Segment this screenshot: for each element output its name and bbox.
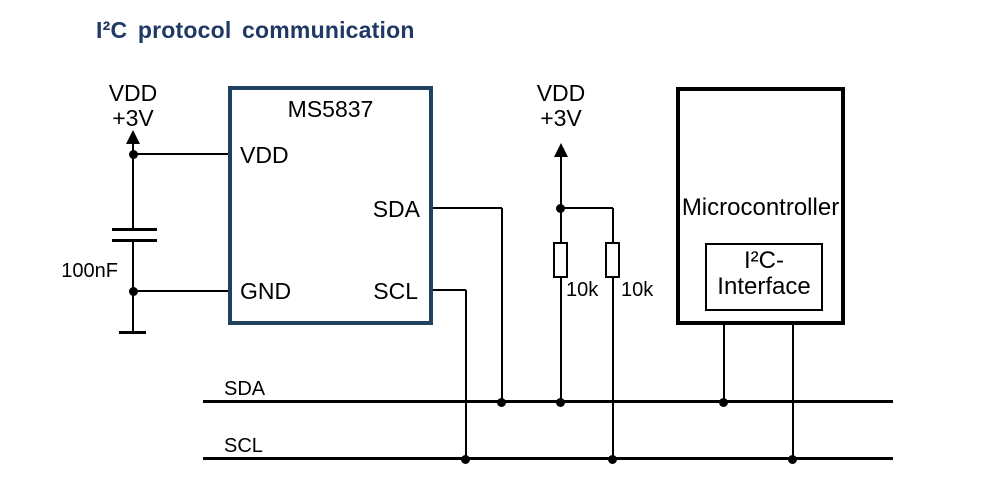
pullup-vdd-voltage-label: +3V — [540, 105, 582, 131]
sensor-pin-gnd-label: GND — [240, 278, 292, 304]
capacitor-plate-top — [112, 228, 157, 231]
left-rail-upper-wire — [132, 142, 134, 230]
diagram-title: I²C protocol communication — [96, 17, 415, 43]
sensor-pin-sda-label: SDA — [372, 196, 420, 222]
ground-symbol — [119, 331, 146, 334]
vdd-pin-wire — [133, 153, 228, 155]
resistor-right-value-label: 10k — [621, 279, 654, 301]
i2c-interface-box — [705, 243, 823, 311]
left-vdd-label: VDD — [108, 80, 158, 106]
i2c-interface-label-line2: Interface — [717, 273, 811, 300]
sensor-box — [228, 86, 433, 325]
i2c-interface-label-line1: I²C- — [744, 247, 784, 274]
capacitor-value-label: 100nF — [61, 260, 118, 282]
sensor-scl-wire-vertical — [465, 290, 467, 459]
left-vdd-arrow-icon — [126, 130, 140, 144]
sensor-name-label: MS5837 — [287, 96, 374, 122]
sensor-pin-scl-label: SCL — [373, 278, 418, 304]
mcu-scl-leg-wire — [792, 325, 794, 459]
pullup-rail-wire — [560, 155, 562, 209]
scl-bus-line — [203, 457, 893, 460]
scl-bus-label: SCL — [224, 435, 263, 457]
pullup-bridge-wire — [561, 207, 613, 209]
resistor-right — [605, 242, 620, 278]
pullup-vdd-label: VDD — [536, 80, 586, 106]
sda-bus-label: SDA — [224, 378, 266, 400]
capacitor-plate-bottom — [112, 239, 157, 242]
sensor-scl-wire-horizontal — [433, 289, 466, 291]
resistor-left-top-wire — [560, 208, 562, 242]
resistor-right-bottom-wire — [612, 278, 614, 459]
left-vdd-voltage-label: +3V — [112, 105, 154, 131]
resistor-left — [553, 242, 568, 278]
resistor-left-value-label: 10k — [566, 279, 599, 301]
sda-bus-line — [203, 400, 893, 403]
sensor-sda-wire-vertical — [501, 208, 503, 402]
sensor-pin-vdd-label: VDD — [240, 142, 289, 168]
sensor-sda-wire-horizontal — [433, 207, 502, 209]
resistor-right-top-wire — [612, 208, 614, 242]
pullup-vdd-arrow-icon — [554, 143, 568, 157]
microcontroller-name-label: Microcontroller — [681, 194, 840, 221]
resistor-left-bottom-wire — [560, 278, 562, 402]
gnd-pin-wire — [133, 290, 228, 292]
mcu-sda-leg-wire — [723, 325, 725, 402]
